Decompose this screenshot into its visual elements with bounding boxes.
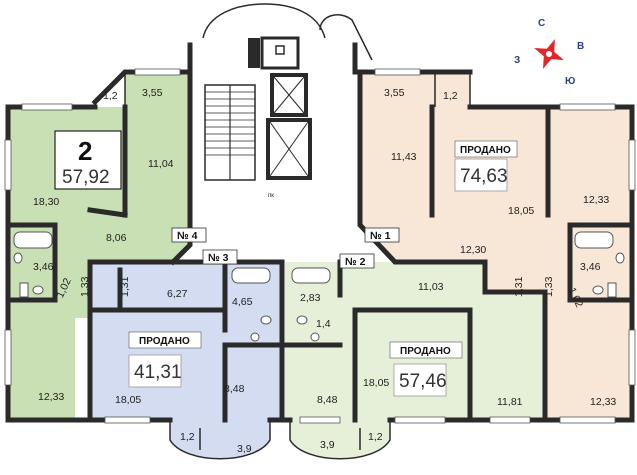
room-u4-living: 18,30 (33, 196, 59, 208)
apartment-4-area-value: 57,92 (62, 167, 110, 188)
bathtub-unit-4 (13, 231, 53, 249)
room-u2-bath: 2,83 (300, 292, 321, 304)
room-u2-closet: 1,31 (513, 276, 525, 297)
sink-unit-4 (13, 252, 23, 264)
trash-chute-label: пк (268, 193, 274, 199)
apartment-2-area[interactable] (285, 262, 545, 459)
apartment-1-area-value: 74,63 (460, 166, 508, 187)
unit-4-number: № 4 (177, 230, 198, 242)
windows (4, 68, 636, 424)
vent-shaft (248, 38, 260, 68)
room-u4-bath: 3,46 (33, 261, 54, 273)
room-u1-closet: 1,33 (543, 276, 555, 297)
staircase (204, 84, 256, 181)
room-u4-hall: 8,06 (106, 232, 127, 244)
apartment-1-badge[interactable]: ПРОДАНО 74,63 (454, 140, 518, 192)
room-u4-balcony-small: 1,2 (103, 90, 118, 102)
room-u1-kitchen: 11,43 (391, 151, 417, 163)
apartment-1-area[interactable] (360, 72, 632, 420)
room-u4-bedroom: 12,33 (38, 391, 64, 403)
toilet-unit-3 (260, 315, 272, 325)
compass-star-icon (534, 39, 564, 69)
room-u2-hall: 11,03 (418, 281, 444, 293)
apartment-3-sold-label: ПРОДАНО (139, 336, 190, 347)
room-u4-closet: 1,33 (79, 276, 91, 297)
bottom-balconies (169, 420, 391, 460)
apartment-4-rooms: 2 (78, 136, 92, 166)
room-u1-balcony-small: 1,2 (443, 90, 458, 102)
apartment-1-sold-label: ПРОДАНО (460, 145, 511, 156)
room-u3-kitchen: 8,48 (224, 383, 245, 395)
room-u1-bedroom: 12,33 (590, 396, 616, 408)
room-u3-closet: 1,31 (119, 276, 131, 297)
room-u1-balcony: 3,55 (384, 87, 405, 99)
room-u2-balcony: 3,9 (320, 439, 335, 451)
room-u2-balcony-small: 1,2 (368, 431, 383, 443)
elevator-large (266, 118, 312, 180)
building-core: пк (190, 3, 373, 225)
room-u3-bath: 4,65 (232, 296, 253, 308)
toilet-unit-2 (296, 315, 308, 325)
room-u2-living: 18,05 (363, 377, 389, 389)
apartment-2-sold-label: ПРОДАНО (400, 346, 451, 357)
compass-rose: С В Ю З (514, 18, 584, 87)
room-u1-bath: 3,46 (580, 261, 601, 273)
toilet-unit-1 (592, 285, 604, 295)
compass-west: З (514, 55, 520, 66)
room-u2-wc: 1,4 (316, 318, 331, 330)
elevator-small (270, 73, 308, 117)
unit-3-number: № 3 (208, 252, 229, 264)
fixtures (13, 231, 625, 342)
apartment-2-area-value: 57,46 (399, 371, 447, 392)
room-u3-living: 18,05 (115, 394, 141, 406)
unit-number-labels: № 4 № 3 № 2 № 1 (171, 227, 400, 269)
room-u3-balcony-small: 1,2 (180, 431, 195, 443)
room-u1-hall: 12,30 (460, 244, 486, 256)
room-u2-bedroom: 11,81 (497, 396, 523, 408)
room-u1-room-right: 12,33 (583, 194, 609, 206)
room-u1-living: 18,05 (508, 205, 534, 217)
compass-north: С (538, 18, 545, 29)
room-u2-kitchen: 8,48 (317, 394, 338, 406)
apartment-2-badge[interactable]: ПРОДАНО 57,46 (389, 341, 463, 397)
bathtub-unit-1 (574, 231, 614, 249)
toilet-unit-4 (32, 285, 44, 295)
room-u3-hall: 6,27 (167, 288, 188, 300)
apartment-4-badge[interactable]: 2 57,92 (54, 130, 122, 190)
unit-2-number: № 2 (345, 256, 366, 268)
sink-unit-1 (615, 252, 625, 264)
room-u3-balcony: 3,9 (237, 443, 252, 455)
bathtub-unit-2 (291, 267, 331, 284)
apartment-3-badge[interactable]: ПРОДАНО 41,31 (128, 331, 202, 388)
unit-1-number: № 1 (370, 230, 391, 242)
bathtub-unit-3 (231, 267, 271, 284)
utility-shaft (260, 36, 300, 70)
apartment-3-area-value: 41,31 (134, 362, 182, 383)
compass-east: В (577, 41, 584, 52)
compass-south: Ю (565, 76, 575, 87)
room-u4-kitchen: 11,04 (148, 158, 174, 170)
room-u4-balcony: 3,55 (142, 87, 163, 99)
room-area-labels: 1,2 3,55 11,04 18,30 8,06 3,46 1,02 1,33… (33, 87, 616, 455)
